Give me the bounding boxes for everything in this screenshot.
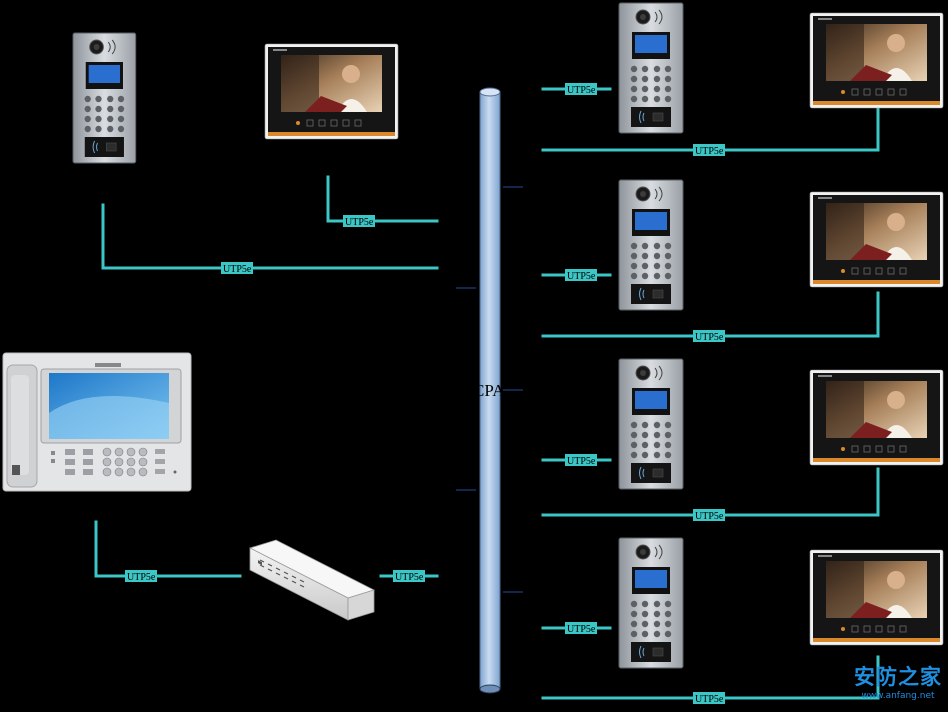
cable-label: UTP5e [345,217,374,228]
watermark-main: 安防之家 [854,665,942,689]
management-center-unit [2,352,192,492]
cable-label: UTP5e [127,572,156,583]
right-indoor-monitor-3 [809,369,944,466]
right-outdoor-station-3 [618,358,684,490]
left-outdoor-station [72,32,137,164]
cable-label: UTP5e [567,624,596,635]
cable-label: UTP5e [567,271,596,282]
cable-label: UTP5e [695,332,724,343]
watermark: 安防之家 www.anfang.net [850,664,946,710]
left-indoor-monitor [264,43,399,140]
network-switch [248,539,376,621]
right-indoor-monitor-2 [809,191,944,288]
right-outdoor-station-1 [618,2,684,134]
cable-label: UTP5e [395,572,424,583]
backbone-label: CPA [473,381,505,400]
cable-label: UTP5e [567,85,596,96]
cable-label: UTP5e [567,456,596,467]
backbone-riser [479,87,501,694]
cable-label: UTP5e [223,264,252,275]
right-outdoor-station-2 [618,179,684,311]
right-indoor-monitor-4 [809,549,944,646]
cable-label: UTP5e [695,511,724,522]
cable-labels: UTP5e UTP5e UTP5e UTP5e UTP5e UTP5e UTP5… [125,83,725,705]
riser-taps [456,186,523,593]
right-outdoor-station-4 [618,537,684,669]
cable-label: UTP5e [695,146,724,157]
cable-label: UTP5e [695,694,724,705]
right-indoor-monitor-1 [809,12,944,109]
watermark-sub: www.anfang.net [861,691,935,701]
